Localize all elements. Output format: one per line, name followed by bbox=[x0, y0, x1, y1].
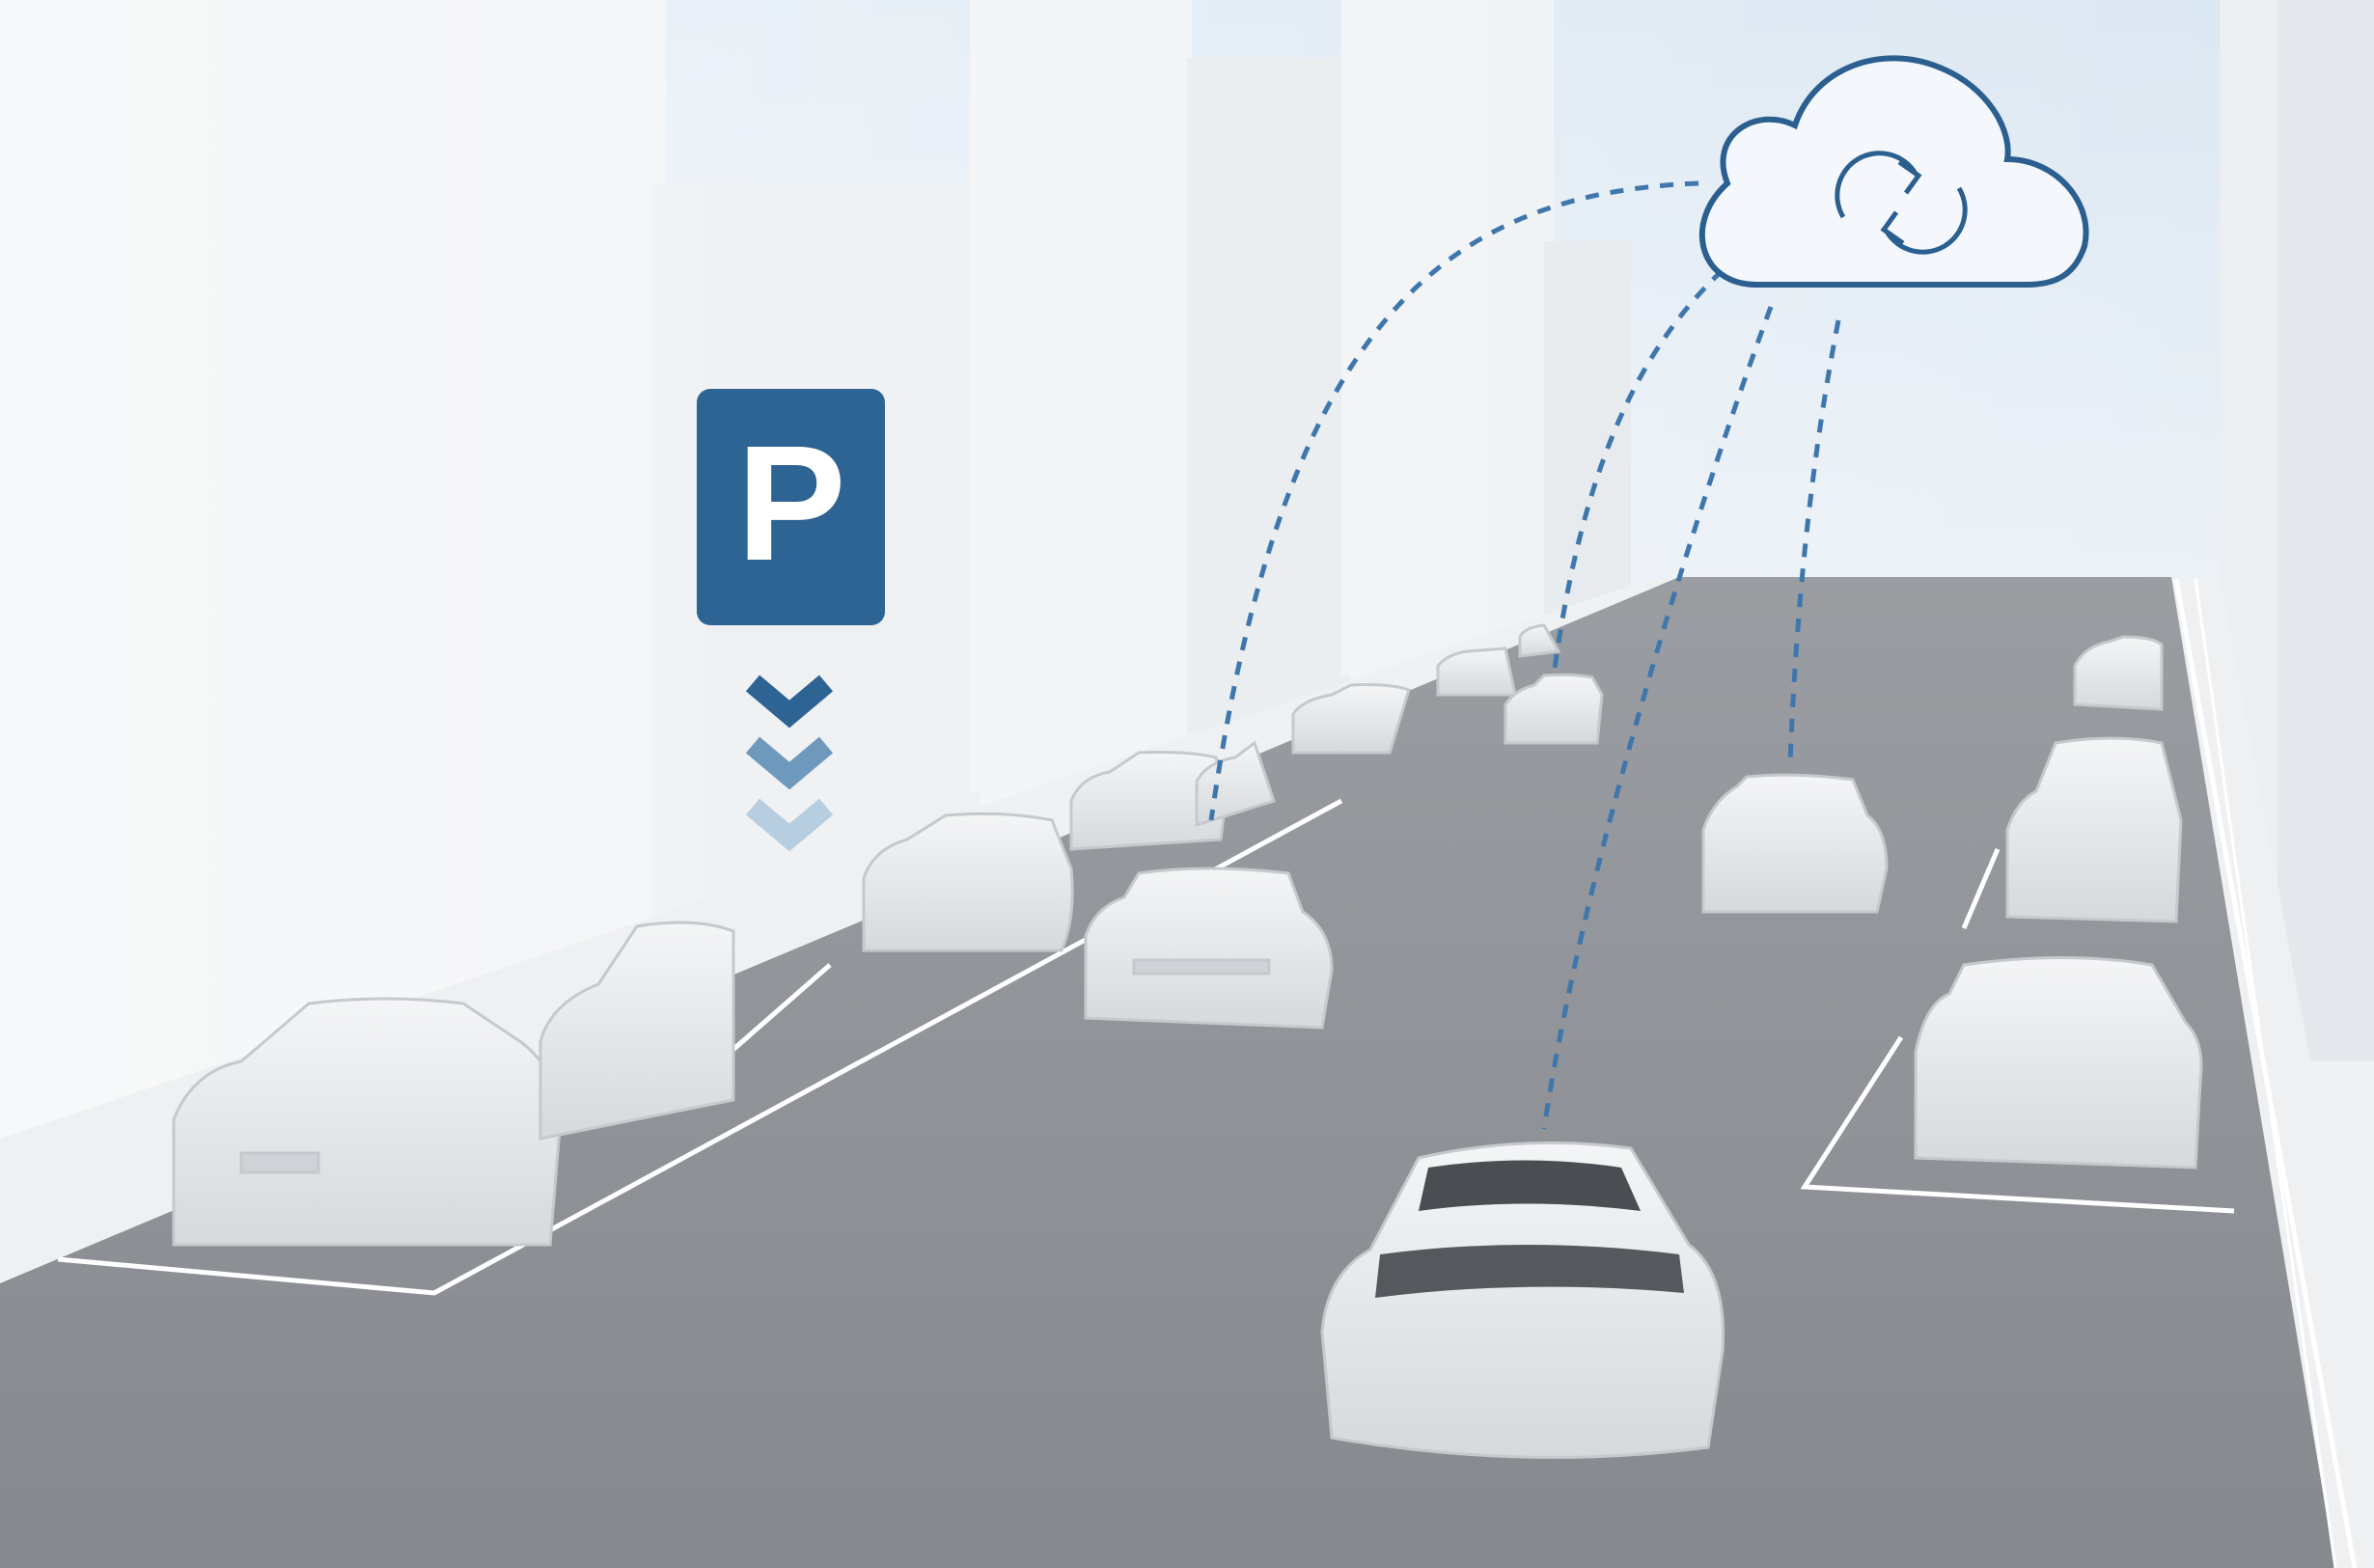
chevron-down-icon bbox=[745, 798, 834, 852]
parked-car bbox=[1291, 683, 1411, 755]
far-lane-car bbox=[1504, 673, 1604, 745]
parked-car bbox=[1069, 751, 1228, 851]
parked-car bbox=[1436, 646, 1517, 697]
connection-line bbox=[1787, 319, 1841, 763]
ego-car bbox=[1320, 1141, 1725, 1459]
moving-cars bbox=[1084, 673, 1889, 1459]
parked-car bbox=[2073, 635, 2164, 711]
parking-sign-icon: P bbox=[697, 389, 885, 625]
connection-line bbox=[1551, 268, 1725, 676]
parked-car bbox=[1518, 623, 1561, 658]
parked-car bbox=[172, 997, 562, 1247]
oncoming-car bbox=[1084, 867, 1334, 1030]
cloud-sync-icon bbox=[1699, 55, 2089, 288]
chevron-down-icon bbox=[745, 674, 834, 729]
cloud-connections bbox=[1208, 180, 1841, 1130]
parked-car bbox=[862, 812, 1074, 952]
parked-cars-left bbox=[172, 623, 1561, 1247]
parked-car bbox=[538, 921, 735, 1141]
parking-sign-letter: P bbox=[736, 412, 845, 595]
guidance-arrows bbox=[745, 674, 834, 852]
connection-line bbox=[1541, 306, 1774, 1130]
chevron-down-icon bbox=[745, 736, 834, 790]
connection-line bbox=[1208, 180, 1699, 821]
oncoming-lane-car bbox=[1701, 773, 1889, 914]
parked-car bbox=[2005, 736, 2183, 923]
parked-car bbox=[1914, 956, 2203, 1169]
parking-lines-right bbox=[1800, 578, 2358, 1568]
parked-cars-right bbox=[1914, 635, 2203, 1169]
parked-car bbox=[1195, 740, 1276, 828]
